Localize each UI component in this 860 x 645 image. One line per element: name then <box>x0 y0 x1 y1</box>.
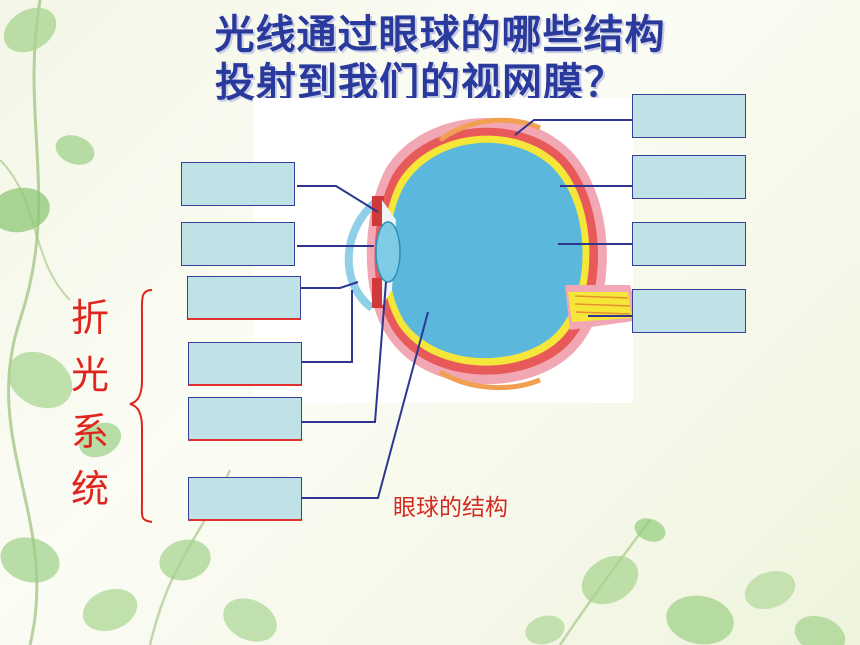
label-box-left-5[interactable] <box>188 397 302 441</box>
muscle-bottom <box>438 369 541 390</box>
leaf-icon <box>0 537 60 583</box>
optic-nerve <box>568 292 632 322</box>
label-box-right-2[interactable] <box>632 155 746 199</box>
optic-nerve-fibers <box>574 295 631 315</box>
bracket-char-2: 光 <box>70 353 109 397</box>
label-box-right-4[interactable] <box>632 289 746 333</box>
cornea <box>344 196 381 312</box>
leaf-icon <box>634 518 666 542</box>
leaf-icon <box>78 422 122 458</box>
leaf-icon <box>3 7 57 53</box>
label-box-right-3[interactable] <box>632 222 746 266</box>
label-box-left-3[interactable] <box>187 276 301 320</box>
leaf-icon <box>666 595 734 645</box>
leaf-icon <box>223 598 277 642</box>
iris-lower <box>372 278 384 308</box>
label-box-left-2[interactable] <box>181 222 295 266</box>
bracket-char-1: 折 <box>70 296 109 340</box>
diagram-caption: 眼球的结构 <box>393 495 508 521</box>
leaf-icon <box>159 539 211 581</box>
leaf-icon <box>0 187 50 233</box>
bracket-char-4: 统 <box>70 467 109 511</box>
leaf-icon <box>581 555 639 605</box>
title-line-1: 光线通过眼球的哪些结构 <box>214 12 666 58</box>
muscle-top <box>438 117 541 143</box>
leaf-icon <box>525 615 565 645</box>
bracket <box>129 289 153 523</box>
leaf-icon <box>82 588 138 632</box>
label-box-left-6[interactable] <box>188 477 302 521</box>
lens <box>375 221 401 283</box>
leaf-icon <box>55 135 95 165</box>
leader-lines <box>297 119 632 499</box>
label-box-left-1[interactable] <box>181 162 295 206</box>
bracket-char-3: 系 <box>70 410 109 454</box>
label-box-right-1[interactable] <box>632 94 746 138</box>
label-box-left-4[interactable] <box>188 342 302 386</box>
leaf-icon <box>744 570 796 610</box>
leaf-icon <box>7 351 73 409</box>
vitreous-body <box>388 142 583 359</box>
